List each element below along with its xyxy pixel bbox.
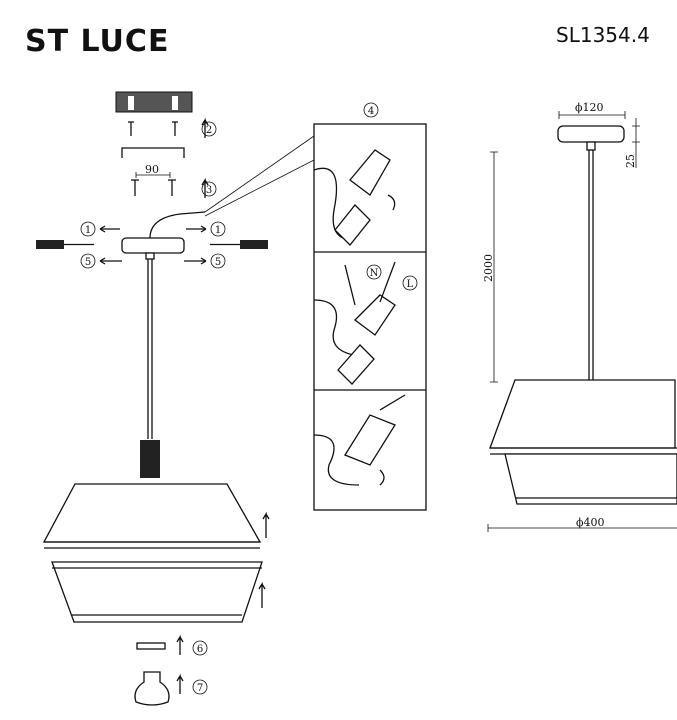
pendant-cord [140, 259, 160, 478]
suspension-length-dim: 2000 [482, 254, 495, 282]
neutral-label: N [370, 268, 379, 279]
dimension-view: ϕ120 25 2000 ϕ400 [482, 101, 677, 532]
ceiling-mount: 2 90 3 [115, 91, 217, 198]
step-2-label: 2 [206, 125, 212, 136]
bulb-parts: 6 7 [134, 634, 208, 706]
live-label: L [407, 279, 414, 290]
step-7-label: 7 [197, 683, 203, 694]
step-6-label: 6 [197, 644, 203, 655]
canopy-assembly: 1 1 5 5 [36, 211, 268, 269]
wiring-panels: 4 N L [204, 102, 427, 511]
step-3-label: 3 [206, 185, 212, 196]
step-4-label: 4 [368, 106, 374, 117]
step-1-right-label: 1 [215, 225, 221, 236]
shade-diameter-dim: ϕ400 [576, 516, 605, 529]
step-5-right-label: 5 [215, 257, 221, 268]
step-1-left-label: 1 [85, 225, 91, 236]
brand-logo: ST LUCE [25, 24, 169, 59]
model-number: SL1354.4 [556, 23, 650, 47]
step-5-left-label: 5 [85, 257, 91, 268]
canopy-diameter-dim: ϕ120 [575, 101, 604, 114]
bracket-spacing-dim: 90 [145, 163, 159, 176]
shade-exploded [42, 483, 270, 623]
canopy-height-dim: 25 [624, 154, 637, 168]
